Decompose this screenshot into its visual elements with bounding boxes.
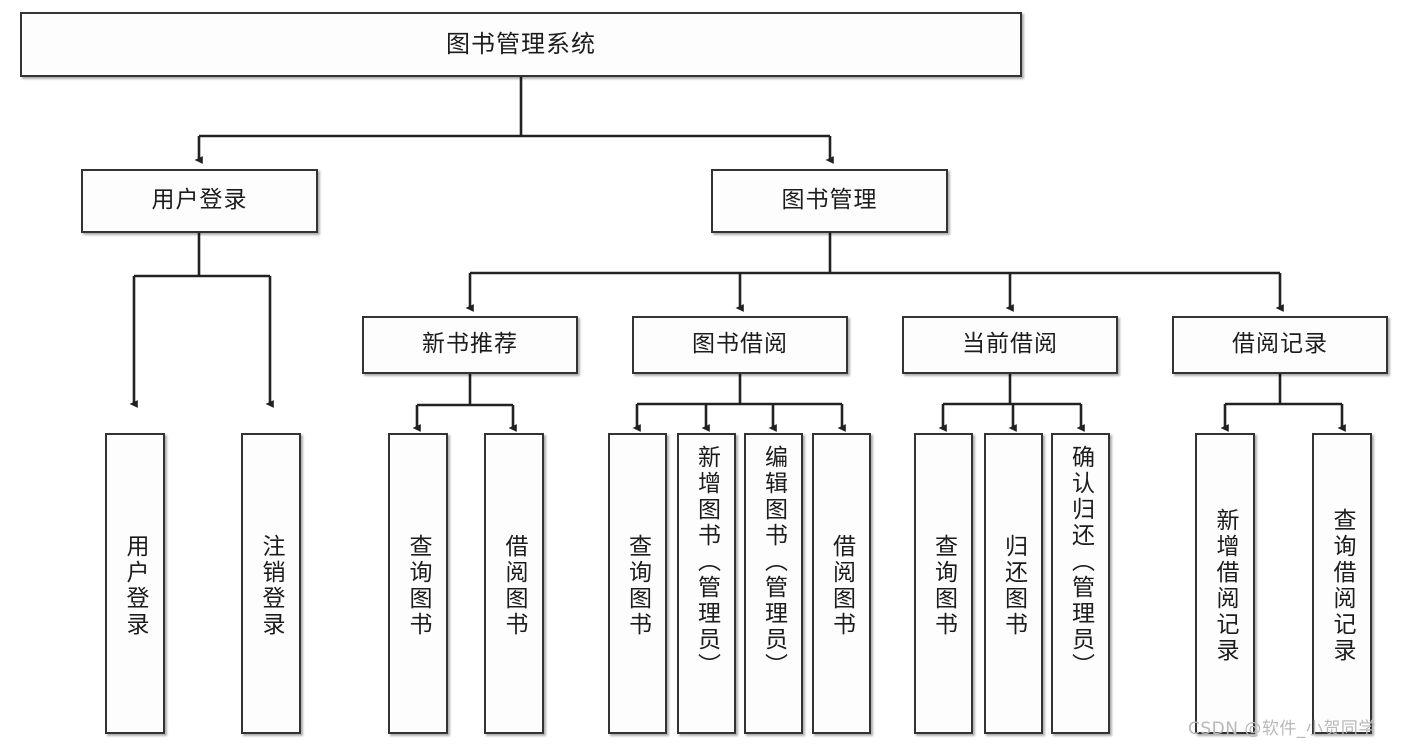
leaf-confirm-return-admin[interactable]: 确认归还（管理员）	[1051, 433, 1110, 734]
leaf-query-book-borrow[interactable]: 查询图书	[608, 433, 667, 734]
node-label: 借阅图书	[828, 533, 855, 638]
node-new-book-recommend[interactable]: 新书推荐	[362, 316, 578, 374]
node-label: 新增图书（管理员）	[693, 445, 720, 679]
node-book-borrow[interactable]: 图书借阅	[632, 316, 848, 374]
node-book-management-system[interactable]: 图书管理系统	[20, 12, 1022, 77]
node-label: 查询图书	[405, 533, 432, 638]
leaf-logout-login[interactable]: 注销登录	[241, 433, 301, 734]
node-label: 借阅记录	[1232, 331, 1328, 358]
node-label: 确认归还（管理员）	[1067, 445, 1094, 679]
node-label: 图书借阅	[692, 331, 788, 358]
node-current-borrow[interactable]: 当前借阅	[902, 316, 1118, 374]
leaf-query-borrow-record[interactable]: 查询借阅记录	[1312, 433, 1372, 734]
leaf-query-book-recommend[interactable]: 查询图书	[388, 433, 448, 734]
node-book-management[interactable]: 图书管理	[711, 169, 948, 233]
leaf-add-book-admin[interactable]: 新增图书（管理员）	[677, 433, 736, 734]
leaf-borrow-book-recommend[interactable]: 借阅图书	[484, 433, 544, 734]
leaf-return-book[interactable]: 归还图书	[984, 433, 1043, 734]
node-label: 用户登录	[122, 533, 149, 638]
node-label: 新书推荐	[422, 331, 518, 358]
leaf-add-borrow-record[interactable]: 新增借阅记录	[1195, 433, 1255, 734]
node-label: 查询图书	[930, 533, 957, 638]
node-label: 注销登录	[258, 533, 285, 638]
node-label: 归还图书	[1000, 533, 1027, 638]
node-user-login[interactable]: 用户登录	[81, 169, 318, 233]
node-label: 借阅图书	[501, 533, 528, 638]
csdn-watermark: CSDN @软件_小贺同学	[1188, 719, 1376, 739]
node-label: 查询图书	[624, 533, 651, 638]
node-label: 图书管理系统	[446, 30, 596, 59]
node-borrow-record[interactable]: 借阅记录	[1172, 316, 1388, 374]
node-label: 查询借阅记录	[1329, 507, 1356, 664]
node-label: 当前借阅	[962, 331, 1058, 358]
leaf-edit-book-admin[interactable]: 编辑图书（管理员）	[744, 433, 803, 734]
leaf-user-login[interactable]: 用户登录	[105, 433, 165, 734]
leaf-query-book-current[interactable]: 查询图书	[914, 433, 973, 734]
leaf-borrow-book-borrow[interactable]: 借阅图书	[812, 433, 871, 734]
node-label: 编辑图书（管理员）	[760, 445, 787, 679]
node-label: 新增借阅记录	[1212, 507, 1239, 664]
node-label: 图书管理	[781, 187, 878, 214]
node-label: 用户登录	[151, 187, 248, 214]
